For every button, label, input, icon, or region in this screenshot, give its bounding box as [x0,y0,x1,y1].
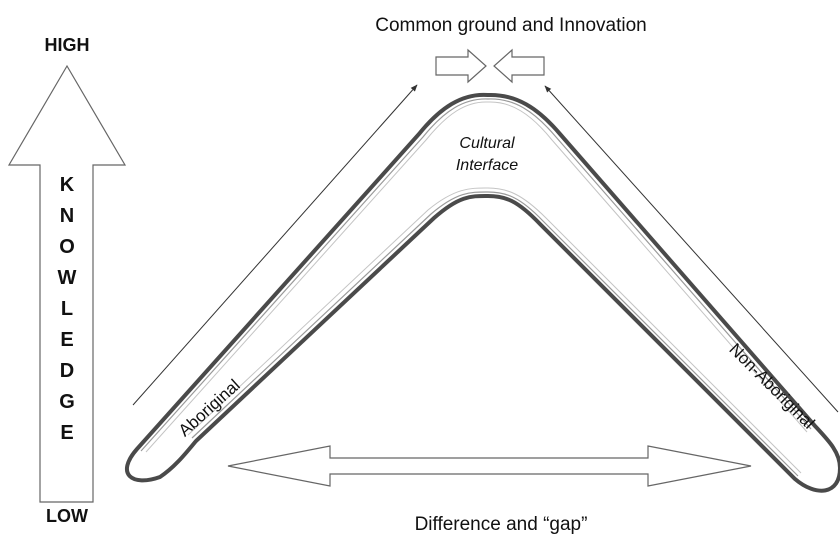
high-label: HIGH [45,35,90,55]
knowledge-letter: D [60,360,74,382]
knowledge-letter: K [60,174,75,196]
right-ascending-arrow [544,85,839,413]
cultural-interface-label-line2: Interface [456,157,518,174]
knowledge-letter: O [59,236,75,258]
knowledge-letter: E [60,422,73,444]
knowledge-letter: G [59,391,75,413]
knowledge-letter: W [58,267,77,289]
double-headed-arrow-icon [227,445,752,487]
knowledge-letter: E [60,329,73,351]
knowledge-letter: L [61,298,73,320]
up-arrow-icon [7,64,127,503]
knowledge-letter: N [60,205,74,227]
low-label: LOW [46,506,88,526]
bottom-label: Difference and “gap” [415,514,588,535]
cultural-interface-label-line1: Cultural [459,135,515,152]
left-ascending-arrow [132,84,418,406]
boomerang-shape [124,92,840,493]
converging-arrows-icon [435,48,545,84]
knowledge-label: K N O W L E D G E [58,174,77,444]
top-title: Common ground and Innovation [375,15,646,36]
